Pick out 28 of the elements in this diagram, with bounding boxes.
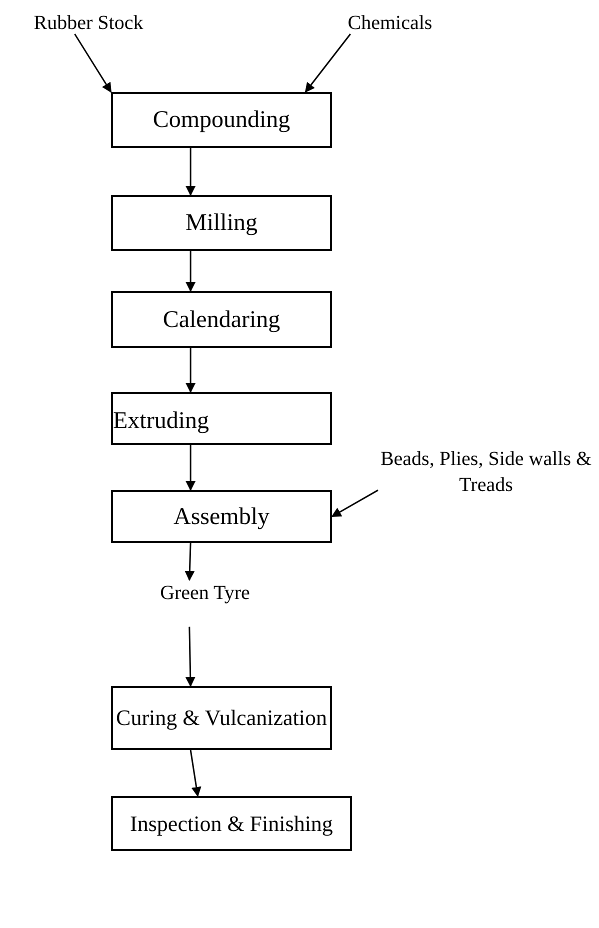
process-label: Curing & Vulcanization	[116, 704, 327, 732]
input-label: Rubber Stock	[34, 11, 144, 36]
arrow	[331, 490, 378, 518]
process-box	[111, 796, 352, 851]
arrow	[186, 348, 196, 393]
arrow	[186, 445, 196, 491]
process-box	[111, 195, 332, 251]
process-label: Calendaring	[162, 306, 280, 334]
process-label: Milling	[185, 209, 258, 238]
arrow	[185, 626, 196, 687]
process-label: Inspection & Finishing	[130, 810, 333, 838]
process-label: Compounding	[152, 106, 290, 135]
arrow	[74, 34, 112, 93]
arrow	[186, 148, 196, 196]
process-label: Assembly	[174, 502, 270, 532]
input-label: Green Tyre	[160, 581, 250, 606]
input-label: Beads, Plies, Side walls & Treads	[379, 447, 593, 498]
arrow	[186, 251, 196, 292]
process-box	[111, 686, 332, 750]
process-box	[111, 291, 332, 348]
input-label: Chemicals	[348, 11, 432, 36]
arrow	[304, 34, 351, 93]
arrow	[190, 750, 202, 797]
process-box	[111, 490, 332, 543]
process-label: Extruding	[113, 406, 209, 436]
arrow	[184, 542, 195, 581]
process-box	[111, 392, 332, 445]
process-box	[111, 92, 332, 148]
